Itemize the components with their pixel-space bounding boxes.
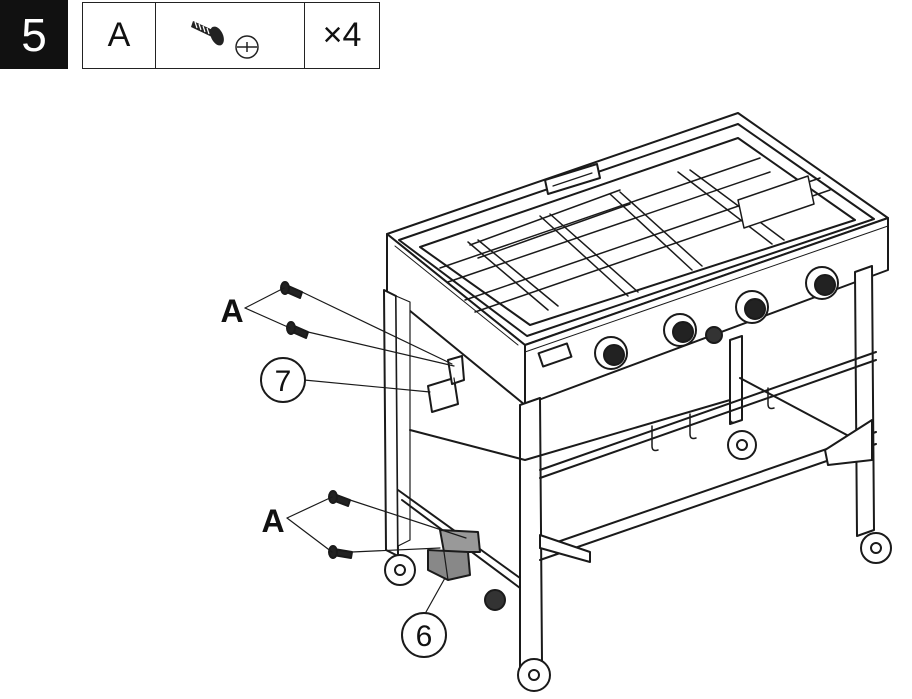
callout-circle-7 — [260, 357, 306, 403]
parts-table: A ×4 — [82, 2, 380, 69]
part-letter: A — [83, 3, 156, 68]
bolt-icon — [156, 3, 305, 68]
bracket-6 — [427, 529, 481, 581]
callout-a-upper-label: A — [220, 293, 243, 329]
bracket-7 — [427, 355, 465, 413]
tool-hooks — [651, 387, 775, 452]
lower-bolts — [328, 490, 353, 559]
grill-top-frame — [386, 112, 889, 406]
casters — [384, 430, 892, 692]
callout-circle-6 — [401, 612, 447, 658]
callout-7-label: 7 — [275, 365, 292, 398]
control-knobs — [537, 266, 839, 370]
leader-lines — [244, 287, 467, 613]
callout-a-lower-label: A — [261, 503, 284, 539]
lower-shelf-frame — [397, 351, 877, 589]
upper-bolts — [280, 281, 309, 339]
part-quantity: ×4 — [322, 16, 362, 54]
step-number: 5 — [0, 0, 68, 69]
callout-6-label: 6 — [416, 620, 433, 653]
